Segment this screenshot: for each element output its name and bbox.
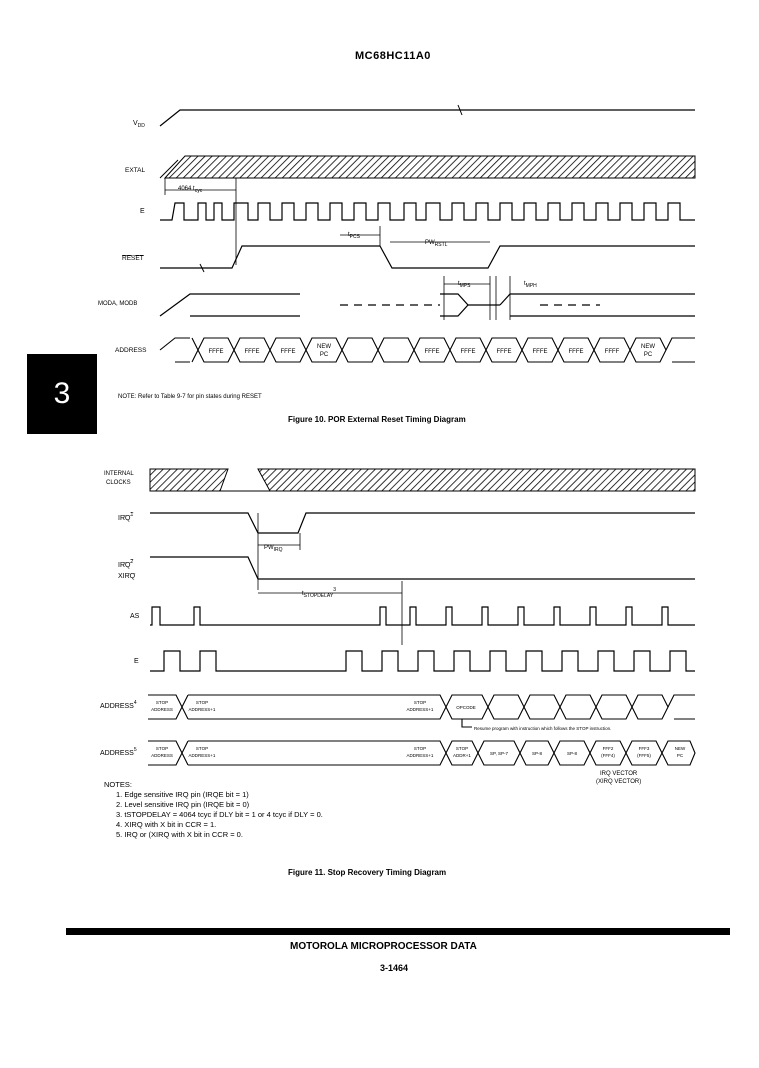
fig10-note: NOTE: Refer to Table 9-7 for pin states … xyxy=(118,394,262,400)
addr-value: NEW xyxy=(317,344,331,350)
reset-waveform xyxy=(160,245,695,269)
tmph-label: tMPH xyxy=(524,281,537,289)
addr4-value: STOP xyxy=(156,700,168,705)
as-label: AS xyxy=(130,613,140,620)
addr-value: FFFE xyxy=(281,349,296,355)
address5-label: ADDRESS5 xyxy=(100,747,137,757)
figure-11-diagram: INTERNAL CLOCKS IRQ1 IRQ2 XIRQ AS E ADDR… xyxy=(100,468,696,785)
moda-waveform xyxy=(159,293,300,317)
addr-value: FFFE xyxy=(245,349,260,355)
tmps-label: tMPS xyxy=(458,281,471,289)
addr-value: PC xyxy=(644,352,653,358)
fig11-notes: NOTES: 1. Edge sensitive IRQ pin (IRQE b… xyxy=(104,780,323,840)
addr-value: FFFE xyxy=(209,349,224,355)
address-bus xyxy=(159,337,695,363)
e-label: E xyxy=(140,208,145,215)
resume-note: Resume program with instruction which fo… xyxy=(474,726,611,731)
internal-clocks-hatch-2 xyxy=(257,468,696,492)
irq2-waveform xyxy=(150,556,695,580)
addr5-value: STOP xyxy=(156,746,168,751)
notes-title: NOTES: xyxy=(104,780,132,789)
footer-title: MOTOROLA MICROPROCESSOR DATA xyxy=(290,941,477,952)
addr4-value: STOP xyxy=(196,700,208,705)
section-tab-label: 3 xyxy=(53,377,71,410)
addr4-value: ADDRESS+1 xyxy=(407,707,434,712)
extal-waveform xyxy=(163,155,696,179)
xirq-label: XIRQ xyxy=(118,573,136,580)
pwirq-label: PWIRQ xyxy=(264,545,283,553)
note-item: 4. XIRQ with X bit in CCR = 1. xyxy=(116,820,217,829)
note-item: 2. Level sensitive IRQ pin (IRQE bit = 0… xyxy=(116,800,250,809)
irq-vector-label: IRQ VECTOR xyxy=(600,771,638,777)
addr5-value: ADDRESS+1 xyxy=(189,753,216,758)
addr5-value: FFF3 xyxy=(639,746,650,751)
fig10-caption: Figure 10. POR External Reset Timing Dia… xyxy=(288,415,466,424)
addr4-value: ADDRESS xyxy=(151,707,173,712)
addr5-value: ADDR+1 xyxy=(453,753,471,758)
addr5-value: SP, SP-7 xyxy=(490,751,508,756)
addr-value: FFFE xyxy=(569,349,584,355)
note-item: 3. tSTOPDELAY = 4064 tcyc if DLY bit = 1… xyxy=(116,810,323,819)
tcyc-label: 4064 tcyc xyxy=(178,186,203,194)
address5-bus xyxy=(148,740,696,766)
addr-value: PC xyxy=(320,352,329,358)
vdd-label: VDD xyxy=(133,120,145,129)
tpcs-label: tPCS xyxy=(348,232,361,240)
address4-bus xyxy=(148,694,695,728)
note-item: 1. Edge sensitive IRQ pin (IRQE bit = 1) xyxy=(116,790,249,799)
addr5-value: PC xyxy=(677,753,684,758)
page-number: 3-1464 xyxy=(380,963,409,973)
addr5-value: STOP xyxy=(456,746,468,751)
fig11-caption: Figure 11. Stop Recovery Timing Diagram xyxy=(288,868,447,877)
vdd-waveform xyxy=(159,109,695,127)
addr-value: FFFE xyxy=(425,349,440,355)
section-tab: 3 xyxy=(27,354,97,434)
address-label: ADDRESS xyxy=(115,347,147,354)
irq1-label: IRQ1 xyxy=(118,512,133,522)
addr4-value: ADDRESS+1 xyxy=(189,707,216,712)
tstopdelay-label: tSTOPDELAY3 xyxy=(302,587,336,599)
addr5-value: STOP xyxy=(196,746,208,751)
addr-value: FFFF xyxy=(605,349,620,355)
addr5-value: ADDRESS+1 xyxy=(407,753,434,758)
addr-value: NEW xyxy=(641,344,655,350)
addr5-value: SP-8 xyxy=(567,751,578,756)
moda-label: MODA, MODB xyxy=(98,301,137,307)
addr5-value: ADDRESS xyxy=(151,753,173,758)
addr-value: FFFE xyxy=(497,349,512,355)
irq1-waveform xyxy=(150,512,695,534)
e-label-2: E xyxy=(134,658,139,665)
addr5-value: (FFF4) xyxy=(601,753,615,758)
e-waveform-2 xyxy=(150,650,695,672)
irq2-label: IRQ2 xyxy=(118,559,133,569)
as-waveform xyxy=(150,606,695,626)
addr-value: FFFE xyxy=(533,349,548,355)
addr4-value: OPCODE xyxy=(456,705,476,710)
extal-label: EXTAL xyxy=(125,167,145,174)
xirq-vector-label: (XIRQ VECTOR) xyxy=(596,779,641,785)
addr5-value: SP-8 xyxy=(532,751,543,756)
e-clock-waveform xyxy=(160,202,695,221)
footer-rule xyxy=(66,928,730,935)
addr5-value: NEW xyxy=(675,746,686,751)
pwrstl-label: PWRSTL xyxy=(425,240,448,248)
clocks-label: CLOCKS xyxy=(106,480,131,486)
reset-label: RESET xyxy=(122,255,144,262)
internal-label: INTERNAL xyxy=(104,471,134,477)
note-item: 5. IRQ or (XIRQ with X bit in CCR = 0. xyxy=(116,830,243,839)
addr5-value: (FFF5) xyxy=(637,753,651,758)
address4-label: ADDRESS4 xyxy=(100,700,137,710)
figure-10-diagram: VDD EXTAL E RESET MODA, MODB ADDRESS 406… xyxy=(98,104,696,363)
page-title: MC68HC11A0 xyxy=(355,50,431,62)
addr5-value: STOP xyxy=(414,746,426,751)
addr-value: FFFE xyxy=(461,349,476,355)
addr5-value: FFF2 xyxy=(603,746,614,751)
internal-clocks-hatch-1 xyxy=(149,468,229,492)
addr4-value: STOP xyxy=(414,700,426,705)
